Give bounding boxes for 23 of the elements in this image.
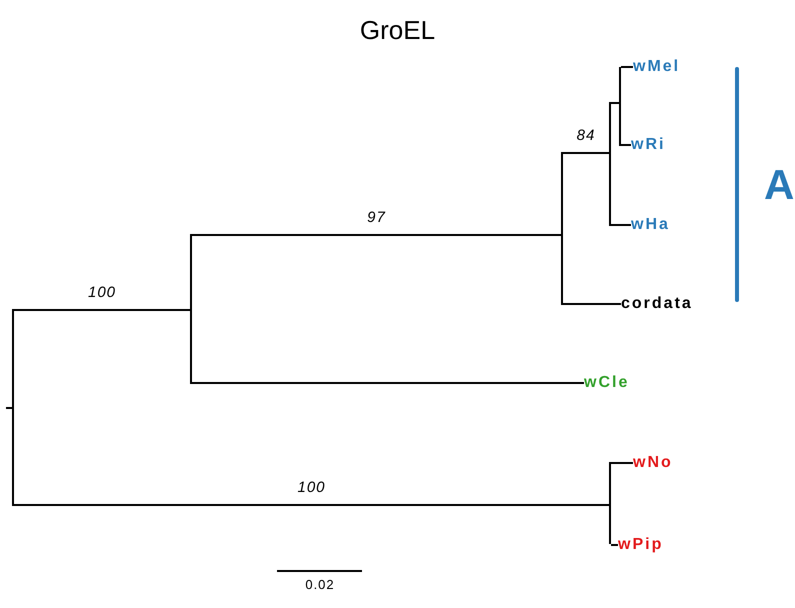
taxon-label: wNo: [633, 454, 673, 472]
chart-title: GroEL: [358, 14, 436, 46]
branch-line: [611, 102, 619, 104]
scale-label: 0.02: [305, 577, 335, 593]
clade-label: A: [764, 162, 794, 208]
taxon-label: wCle: [584, 374, 630, 392]
branch-line: [611, 544, 618, 546]
branch-line: [611, 224, 631, 226]
branch-line: [192, 382, 584, 384]
taxon-label: cordata: [621, 295, 693, 313]
branch-line: [14, 309, 190, 311]
taxon-label: wMel: [633, 58, 680, 76]
branch-line: [14, 504, 609, 506]
branch-line: [6, 407, 12, 409]
taxon-label: wPip: [618, 536, 664, 554]
branch-line: [563, 303, 621, 305]
taxon-label: wRi: [631, 136, 666, 154]
branch-line: [192, 234, 561, 236]
taxon-label: wHa: [631, 216, 670, 234]
branch-line: [611, 462, 633, 464]
branch-line: [563, 152, 609, 154]
branch-line: [621, 66, 633, 68]
branch-line: [621, 144, 631, 146]
